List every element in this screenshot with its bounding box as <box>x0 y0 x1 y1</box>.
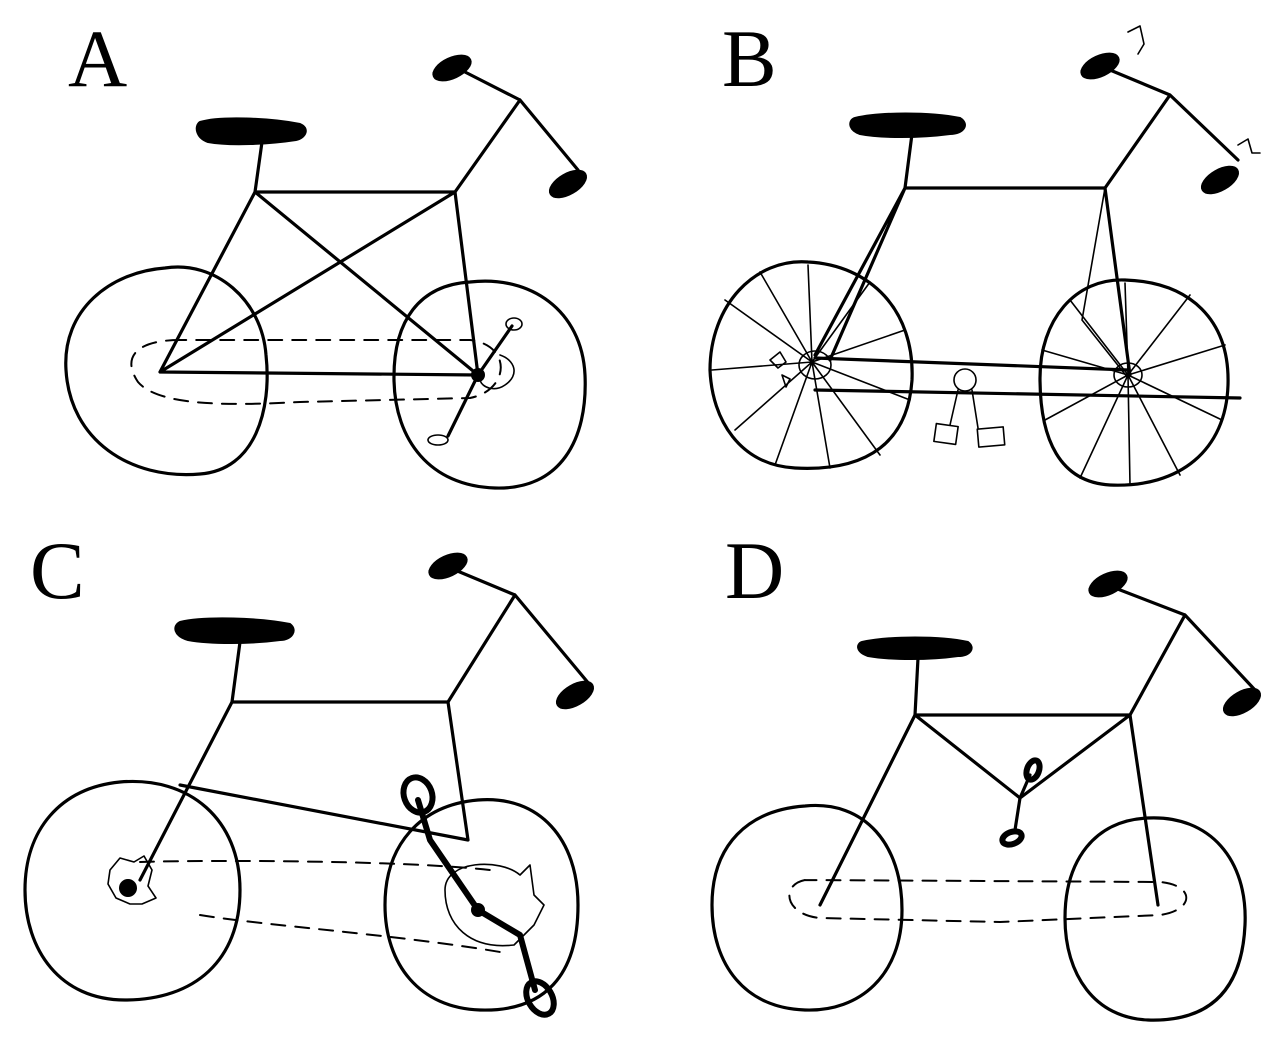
pedal <box>523 978 557 1018</box>
rear-wheel <box>23 779 242 1002</box>
rear-wheel-spokes <box>711 264 911 469</box>
chain <box>788 879 1188 924</box>
seat-post <box>913 656 920 717</box>
handlebar-stem <box>1103 68 1240 190</box>
saddle <box>849 112 966 138</box>
pedal <box>427 434 449 446</box>
pedal <box>1023 757 1043 783</box>
handlebar-grip <box>1222 687 1262 717</box>
panel-label-a: A <box>68 13 128 104</box>
rear-hub <box>119 879 137 897</box>
front-wheel <box>1063 816 1247 1022</box>
bicycle-drawing-c <box>23 552 595 1018</box>
saddle <box>174 617 295 644</box>
bicycle-drawing-a <box>64 54 588 490</box>
crank-arm <box>1013 773 1032 832</box>
brake-lever <box>1127 25 1261 154</box>
handlebar-stem <box>446 568 592 704</box>
rear-wheel <box>708 260 914 470</box>
front-hub <box>1113 362 1143 388</box>
chain <box>139 859 501 953</box>
frame <box>813 186 1132 377</box>
pedal <box>999 828 1025 848</box>
frame <box>158 190 480 377</box>
pedal <box>505 317 523 331</box>
front-wheel <box>1038 278 1230 487</box>
handlebar-grip <box>1200 165 1240 195</box>
saddle <box>857 636 973 660</box>
saddle <box>195 117 307 146</box>
handlebar-stem <box>453 70 580 194</box>
panel-label-d: D <box>725 525 785 616</box>
handlebar-grip <box>1088 570 1128 598</box>
pedal <box>976 426 1006 448</box>
bicycle-drawing-b <box>708 25 1261 487</box>
chainring <box>444 863 545 947</box>
rear-sprocket <box>107 855 157 905</box>
seat-post <box>230 640 242 704</box>
crank-arm <box>415 797 538 993</box>
bicycle-drawing-d <box>710 570 1262 1022</box>
panel-label-b: B <box>722 13 777 104</box>
front-wheel <box>383 798 580 1012</box>
seat-post <box>253 140 264 194</box>
crank-hub <box>953 368 977 392</box>
front-wheel-spokes <box>1041 282 1226 486</box>
panel-label-c: C <box>30 525 85 616</box>
fork-line <box>1081 187 1129 379</box>
rear-hub <box>798 350 832 380</box>
chain <box>130 339 502 405</box>
handlebar-grip <box>428 552 468 580</box>
handlebar-grip <box>432 54 472 82</box>
rear-wheel <box>64 265 269 477</box>
front-wheel <box>392 279 587 490</box>
seat-post <box>903 132 914 190</box>
handlebar-grip <box>1080 52 1120 80</box>
crank-arm <box>949 389 979 429</box>
crank-arm <box>446 324 514 438</box>
crank-hub <box>471 903 485 917</box>
handlebar-stem <box>1113 586 1257 717</box>
rear-wheel <box>710 803 904 1012</box>
pedal <box>400 774 436 816</box>
gear-scribble <box>769 351 791 388</box>
chainring <box>479 354 515 390</box>
handlebar-grip <box>555 680 595 710</box>
chain-stay <box>813 356 1242 400</box>
frame <box>818 713 1160 907</box>
handlebar-grip <box>548 169 588 199</box>
frame <box>138 700 470 882</box>
pedal <box>933 422 959 446</box>
